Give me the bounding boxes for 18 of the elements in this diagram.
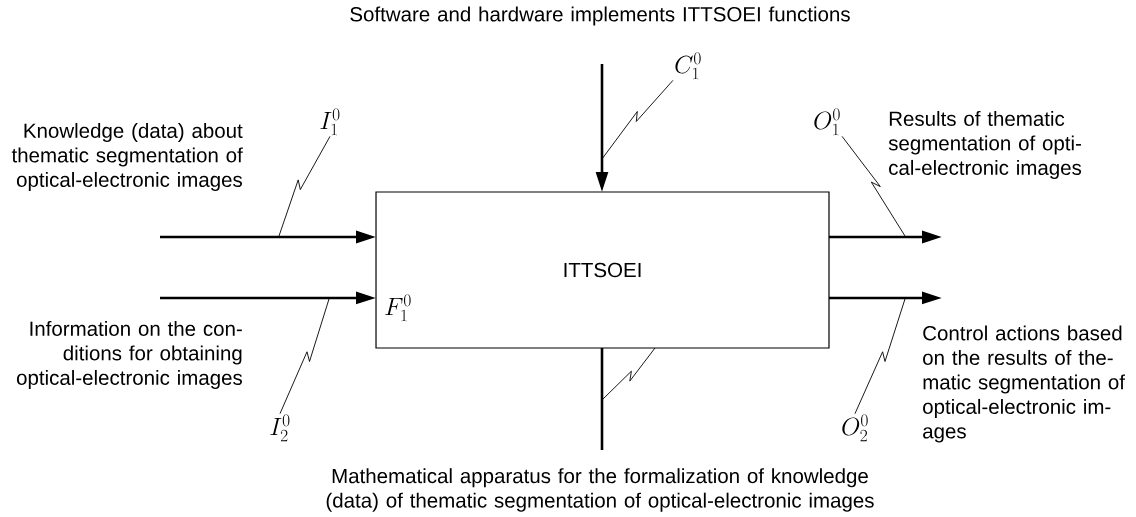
leader-line <box>279 298 330 415</box>
leader-line <box>601 79 674 160</box>
caption-text: Information on the con- ditions for obtaining optical-electronic images <box>16 320 242 390</box>
code-label: $O_1^0$ <box>814 108 840 136</box>
code-label: $C_1^0$ <box>675 52 701 80</box>
code-label: $F_1^0$ <box>385 294 411 322</box>
code-label: $I_2^0$ <box>270 414 290 442</box>
caption-text: Knowledge (data) about thematic segmentation of optical-electronic images <box>11 122 243 192</box>
code-label: $I_1^0$ <box>320 108 340 136</box>
caption-text: Mathematical apparatus for the formalization of knowledge (data) of thematic segmentation of optical-electronic images <box>326 468 874 512</box>
leader-line <box>841 135 906 237</box>
leader-line <box>278 135 331 237</box>
leader-line <box>601 347 656 401</box>
caption-text: Results of thematic segmentation of opti- cal-electronic images <box>888 110 1082 180</box>
caption-text: Software and hardware implements ITTSOEI functions <box>350 6 850 26</box>
caption-text: Control actions based on the results of the- matic segmentation of optical-electronic im- ages <box>923 325 1125 443</box>
leader-line <box>854 298 906 415</box>
code-label: $O_2^0$ <box>842 414 868 442</box>
